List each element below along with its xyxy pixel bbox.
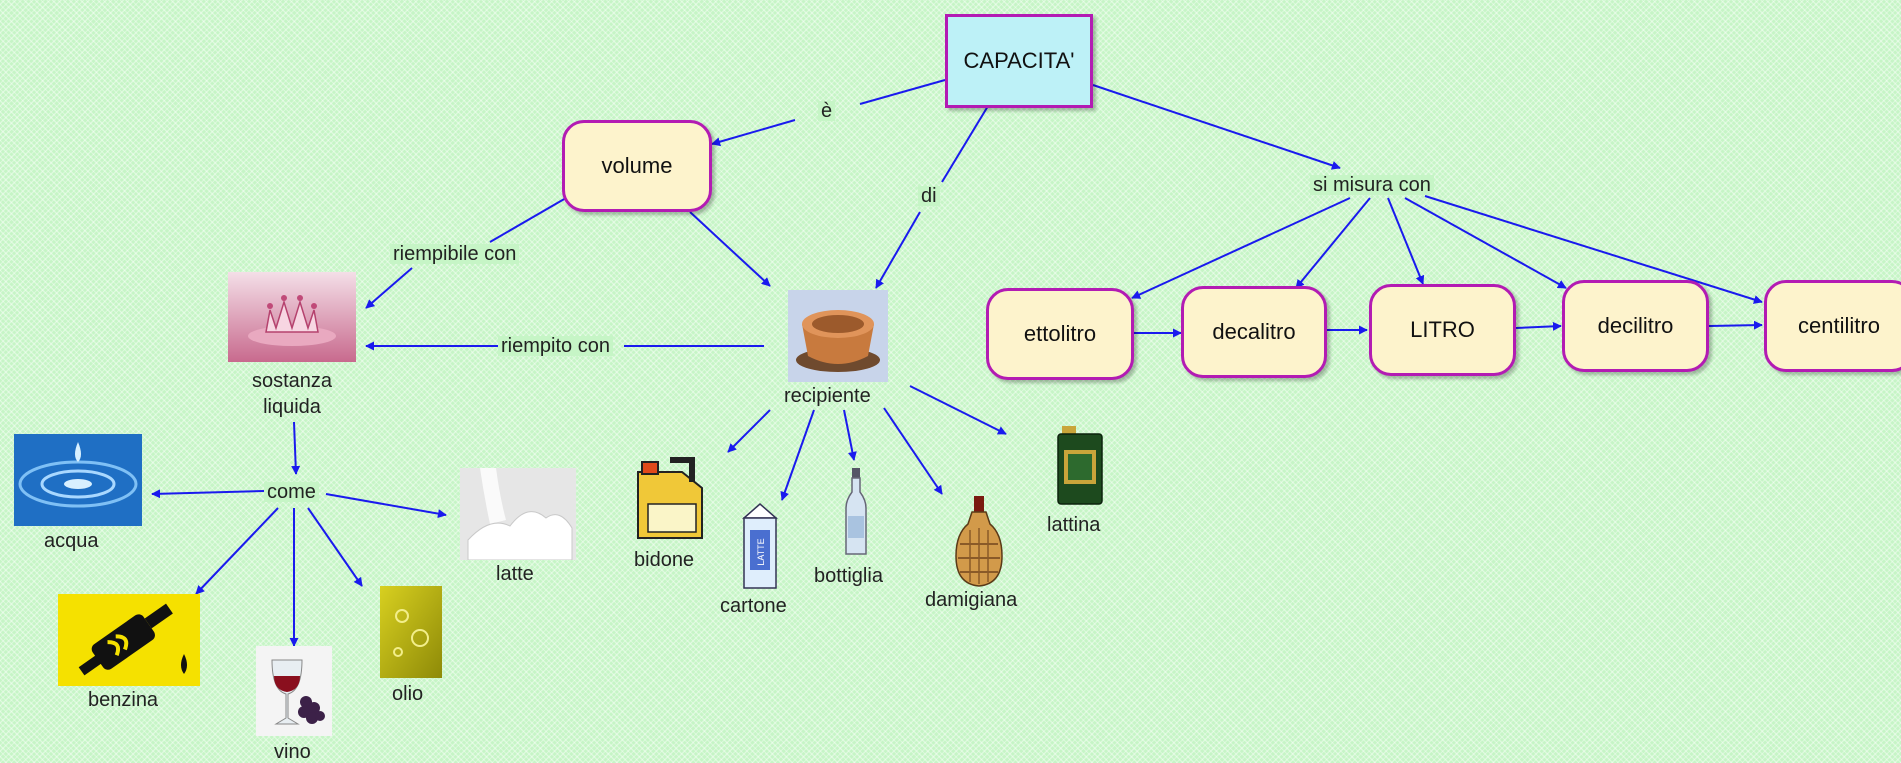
label-lattina: lattina: [1047, 514, 1101, 536]
link-riempibile-con: riempibile con: [390, 244, 520, 264]
concept-capacita[interactable]: CAPACITA': [945, 14, 1093, 108]
label-cartone: cartone: [720, 595, 787, 617]
label-bottiglia: bottiglia: [814, 565, 883, 587]
edge-come-acqua: [151, 489, 265, 499]
demijohn-image: [954, 494, 1004, 588]
label-damigiana: damigiana: [925, 589, 1018, 611]
label-benzina: benzina: [88, 689, 159, 711]
jerrycan-image: [630, 452, 710, 542]
link-come: come: [264, 482, 319, 502]
edge-misura-decalitro: [1295, 197, 1371, 289]
edge-recipiente-lattina: [909, 385, 1007, 435]
label-vino: vino: [274, 741, 311, 763]
edge-recipiente-bottiglia: [843, 409, 857, 461]
link-di: di: [918, 186, 940, 206]
edge-riempibile-sostanza: [365, 267, 413, 309]
water-drop-image: [14, 434, 142, 526]
edge-litro-decilitro: [1515, 321, 1562, 331]
clay-pot-image: [788, 290, 888, 382]
label-sostanza-liquida: sostanza liquida: [251, 370, 333, 418]
edge-misura-decilitro: [1404, 197, 1567, 289]
label-latte: latte: [496, 563, 534, 585]
edge-sostanza-come: [291, 421, 301, 475]
label-bidone: bidone: [634, 549, 695, 571]
fuel-pump-image: [58, 594, 200, 686]
svg-text:LATTE: LATTE: [756, 538, 766, 565]
edge-e-volume: [711, 119, 796, 147]
edge-come-latte: [325, 493, 447, 519]
concept-litro[interactable]: LITRO: [1369, 284, 1516, 376]
concept-ettolitro[interactable]: ettolitro: [986, 288, 1134, 380]
milk-splash-image: [460, 468, 576, 560]
edge-misura-ettolitro: [1131, 197, 1351, 299]
edge-come-benzina: [195, 507, 279, 595]
oil-image: [380, 586, 442, 678]
oil-can-image: [1054, 422, 1106, 506]
edge-misura-litro: [1387, 197, 1425, 285]
edge-misura-centilitro: [1424, 195, 1763, 304]
edge-capacita-misura: [1092, 84, 1341, 170]
wine-glass-image: [256, 646, 332, 736]
edge-volume-recipiente: [689, 211, 771, 287]
edge-decilitro-centilitro: [1708, 320, 1763, 330]
edge-come-olio: [307, 507, 363, 587]
label-acqua: acqua: [44, 530, 99, 552]
edge-capacita-e: [859, 79, 946, 105]
concept-centilitro[interactable]: centilitro: [1764, 280, 1901, 372]
liquid-splash-image: [228, 272, 356, 362]
label-recipiente: recipiente: [784, 385, 871, 407]
link-e: è: [818, 101, 836, 121]
concept-decilitro[interactable]: decilitro: [1562, 280, 1709, 372]
edge-volume-riempibile: [489, 197, 567, 243]
link-riempito-con: riempito con: [498, 336, 613, 356]
edge-recipiente-cartone: [780, 409, 815, 501]
edge-di-recipiente: [875, 211, 921, 289]
edge-recipiente-damigiana: [883, 407, 943, 495]
milk-carton-image: LATTE: [738, 500, 782, 592]
label-olio: olio: [392, 683, 424, 705]
edge-recipiente-bidone: [727, 409, 771, 453]
concept-decalitro[interactable]: decalitro: [1181, 286, 1327, 378]
bottle-image: [842, 466, 870, 558]
link-si-misura-con: si misura con: [1310, 175, 1434, 195]
concept-volume[interactable]: volume: [562, 120, 712, 212]
edge-capacita-di: [941, 105, 989, 183]
